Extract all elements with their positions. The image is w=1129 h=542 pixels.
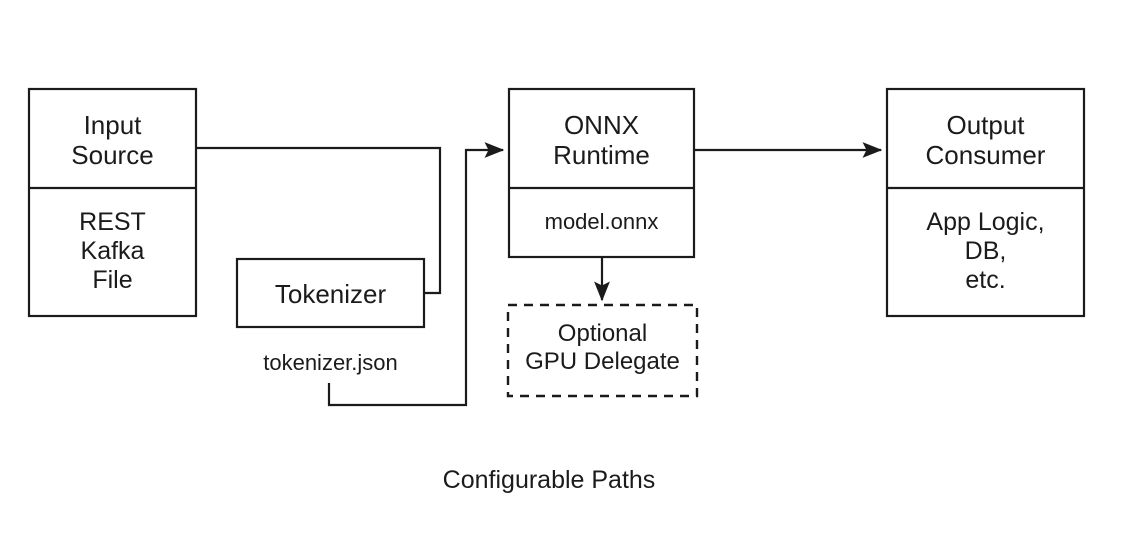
node-tokenizer[interactable] — [235, 257, 426, 329]
onnx-model-file: model.onnx — [544, 209, 659, 234]
node-gpu-delegate[interactable] — [506, 303, 699, 398]
onnx-runtime-title: ONNX Runtime — [553, 110, 650, 171]
gpu-delegate-title: Optional GPU Delegate — [525, 320, 680, 375]
diagram-caption: Configurable Paths — [442, 466, 656, 494]
tokenizer-file-caption: tokenizer.json — [263, 350, 398, 375]
tokenizer-title: Tokenizer — [274, 279, 387, 309]
edge-tokenizer-to-onnx — [327, 142, 505, 407]
output-consumer-detail: App Logic, DB, etc. — [926, 208, 1045, 294]
input-source-title: Input Source — [71, 110, 154, 171]
node-input-source[interactable] — [27, 87, 198, 318]
node-output-consumer[interactable] — [885, 87, 1086, 318]
edge-input-to-tokenizer — [196, 146, 442, 295]
output-consumer-title: Output Consumer — [925, 110, 1046, 171]
input-source-detail: REST Kafka File — [79, 208, 146, 294]
